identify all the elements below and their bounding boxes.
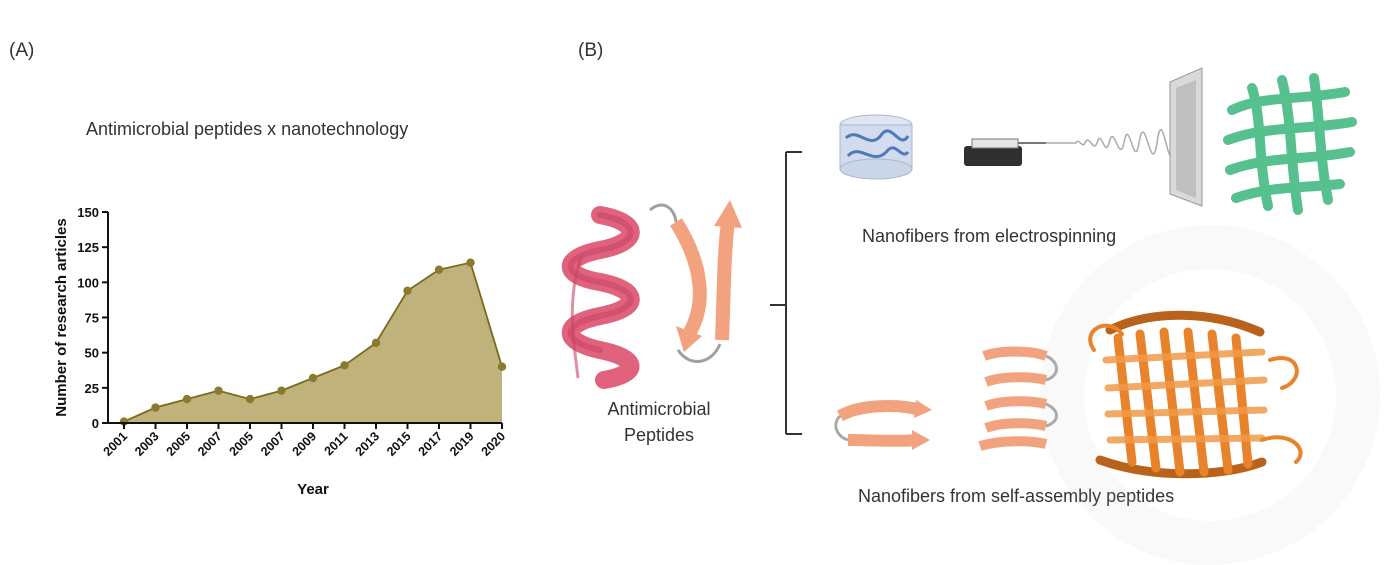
- panel-a-label: (A): [9, 40, 35, 61]
- y-tick-label: 50: [85, 346, 99, 361]
- collector-plate-icon: [1169, 67, 1203, 207]
- data-point: [277, 386, 286, 395]
- y-tick-label: 25: [85, 381, 99, 396]
- panel-b-label: (B): [578, 40, 604, 61]
- data-point: [466, 258, 475, 267]
- electrospinning-jet: [1046, 128, 1176, 158]
- alpha-helix-icon: [562, 206, 640, 389]
- chart-title: Antimicrobial peptides x nanotechnology: [86, 119, 409, 139]
- amp-label: Antimicrobial Peptides: [607, 399, 711, 445]
- data-point: [214, 386, 223, 395]
- y-tick-label: 150: [77, 205, 99, 220]
- y-axis-label: Number of research articles: [53, 218, 70, 416]
- x-axis-label: Year: [297, 481, 329, 498]
- bracket: [770, 151, 802, 435]
- data-point: [308, 373, 318, 383]
- data-point: [497, 362, 507, 371]
- diagram-illustrations: [562, 67, 1357, 479]
- y-tick-label: 75: [85, 311, 99, 326]
- data-point: [245, 394, 255, 404]
- y-tick-label: 100: [77, 275, 99, 290]
- beta-sheet-stack-icon: [978, 346, 1058, 451]
- data-point: [340, 361, 349, 370]
- beta-strand-pair-icon: [834, 400, 932, 450]
- area-fill: [124, 262, 502, 423]
- data-point: [434, 265, 444, 274]
- hydrogel-dish-icon: [839, 114, 913, 180]
- syringe-pump-icon: [964, 138, 1046, 166]
- data-point: [371, 338, 381, 348]
- y-tick-label: 0: [92, 416, 99, 431]
- data-point: [182, 394, 192, 404]
- nanofiber-mesh-icon: [1223, 73, 1357, 215]
- data-point: [151, 403, 160, 412]
- y-tick-label: 125: [77, 240, 99, 255]
- beta-sheet-icon: [649, 200, 742, 363]
- electrospinning-caption: Nanofibers from electrospinning: [862, 226, 1117, 246]
- data-point: [403, 286, 412, 295]
- beta-barrel-icon: [1088, 310, 1303, 479]
